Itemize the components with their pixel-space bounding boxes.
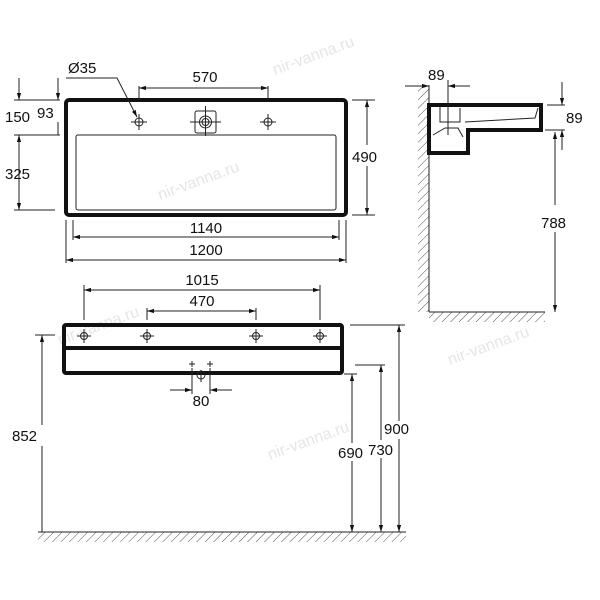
side-view: 89 89 788 <box>405 67 583 322</box>
hole-spacing-label: 570 <box>192 69 217 86</box>
dim-93-label: 93 <box>37 105 54 122</box>
front-view: 1015 470 80 852 690 730 900 <box>12 272 414 542</box>
outer-width-label: 1200 <box>189 242 222 259</box>
outer-holes-label: 1015 <box>185 272 218 289</box>
watermark-text: nir-vanna.ru <box>446 324 532 369</box>
height-852-label: 852 <box>12 428 37 445</box>
mounting-holes <box>77 329 327 382</box>
watermark-text: nir-vanna.ru <box>271 34 357 79</box>
top-view: Ø35 570 150 93 325 490 1140 1200 <box>5 60 377 263</box>
rim-height-label: 89 <box>566 110 583 127</box>
depth-label: 490 <box>352 149 377 166</box>
tap-hole-right <box>260 114 276 130</box>
drain-spacing-label: 80 <box>193 393 210 410</box>
watermark-text: nir-vanna.ru <box>156 159 242 204</box>
height-900-label: 900 <box>384 421 409 438</box>
overflow-drain <box>190 106 221 136</box>
tap-hole-left <box>131 114 147 130</box>
inner-width-label: 1140 <box>190 220 222 237</box>
dim-150-label: 150 <box>5 109 30 126</box>
inner-holes-label: 470 <box>189 293 214 310</box>
wall-offset-label: 89 <box>428 67 445 84</box>
height-690-label: 690 <box>338 445 363 462</box>
basin-outline <box>64 98 348 217</box>
floor-hatch <box>38 532 406 542</box>
dim-325-label: 325 <box>5 166 30 183</box>
basin-profile <box>427 103 543 155</box>
hole-diameter-label: Ø35 <box>68 60 96 77</box>
height-730-label: 730 <box>368 442 393 459</box>
wall-hatch <box>418 85 429 312</box>
rim-height-floor-label: 788 <box>541 215 566 232</box>
floor-hatch <box>429 312 545 322</box>
